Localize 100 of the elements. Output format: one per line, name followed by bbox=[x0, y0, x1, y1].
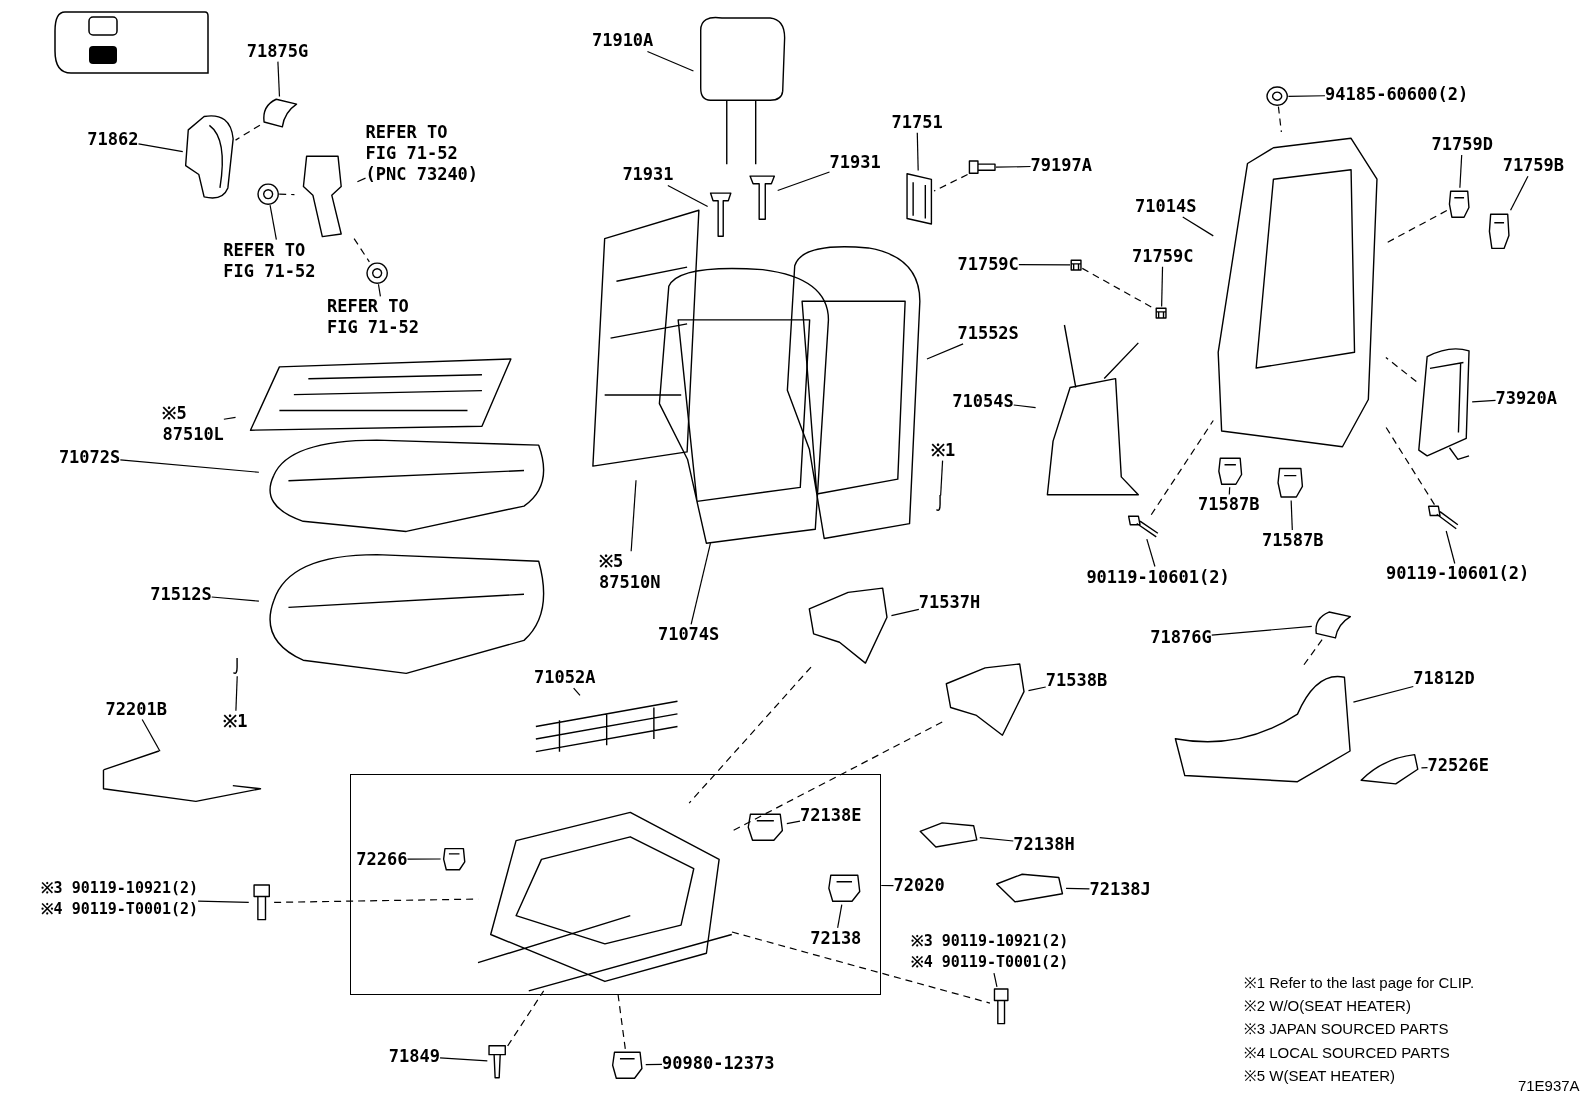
leader-line bbox=[926, 343, 964, 360]
leader-line bbox=[137, 143, 184, 153]
leader-line bbox=[916, 132, 919, 172]
reference-note: REFER TO FIG 71-52 bbox=[326, 296, 421, 339]
clip-drawing bbox=[440, 845, 467, 873]
bolt-drawing bbox=[1127, 514, 1160, 540]
assembly-line bbox=[278, 193, 296, 196]
assembly-line bbox=[731, 721, 943, 832]
cover-plate-drawing bbox=[916, 820, 980, 849]
cap-drawing bbox=[1155, 306, 1168, 319]
group-frame bbox=[350, 773, 882, 995]
part-number: ※4 90119-T0001(2) bbox=[40, 899, 199, 921]
assembly-line bbox=[1303, 639, 1323, 666]
part-number: 71552S bbox=[957, 322, 1019, 344]
leader-line bbox=[940, 460, 944, 497]
leader-line bbox=[1290, 499, 1293, 531]
bracket-drawing bbox=[903, 170, 935, 227]
reference-note: REFER TO FIG 71-52 bbox=[223, 239, 317, 282]
part-number: 71910A bbox=[591, 30, 654, 52]
part-number: 72138E bbox=[800, 805, 862, 827]
leader-line bbox=[235, 675, 238, 712]
part-number: 71875G bbox=[246, 40, 309, 62]
drawing-number: 71E937A bbox=[1517, 1076, 1580, 1097]
part-number: 94185-60600(2) bbox=[1324, 84, 1469, 106]
bolt-drawing bbox=[1426, 504, 1459, 531]
leader-line bbox=[880, 884, 895, 887]
part-number: 71072S bbox=[58, 446, 121, 468]
leader-line bbox=[439, 1057, 488, 1062]
hook-drawing bbox=[1275, 465, 1306, 501]
leader-line bbox=[1211, 625, 1313, 636]
part-number: 71538B bbox=[1045, 670, 1108, 692]
part-number: 71537H bbox=[918, 591, 981, 613]
part-number: 71759B bbox=[1502, 155, 1565, 177]
assembly-line bbox=[1385, 210, 1448, 244]
leader-line bbox=[223, 416, 237, 420]
leader-line bbox=[1027, 686, 1047, 692]
part-number: 79197A bbox=[1030, 155, 1092, 177]
pin-drawing bbox=[487, 1043, 508, 1080]
footnote: ※3 JAPAN SOURCED PARTS bbox=[1243, 1019, 1449, 1040]
part-number: 71014S bbox=[1135, 195, 1197, 217]
leader-line bbox=[277, 61, 281, 98]
part-number: 90119-10601(2) bbox=[1086, 566, 1230, 588]
assembly-line bbox=[933, 173, 969, 192]
part-number: 71759C bbox=[1132, 245, 1194, 267]
part-number: 71862 bbox=[87, 128, 139, 150]
leader-line bbox=[1013, 404, 1037, 409]
leader-line bbox=[777, 171, 831, 192]
leader-line bbox=[406, 858, 442, 860]
part-number: 71751 bbox=[891, 111, 943, 133]
leader-line bbox=[1065, 887, 1090, 890]
leader-line bbox=[573, 687, 581, 697]
part-number: 73920A bbox=[1495, 387, 1557, 409]
part-number: 71759C bbox=[957, 253, 1019, 275]
leader-line bbox=[1182, 216, 1214, 237]
part-number: ※3 90119-10921(2) bbox=[910, 931, 1069, 953]
note-mark: ※1 bbox=[223, 710, 248, 732]
assembly-line bbox=[1385, 426, 1436, 506]
part-number: 71849 bbox=[388, 1045, 441, 1067]
part-number: 72201B bbox=[105, 698, 167, 720]
leader-line bbox=[1018, 263, 1071, 266]
part-number: 71074S bbox=[657, 624, 720, 646]
part-number: 90980-12373 bbox=[661, 1052, 775, 1074]
part-number: 72020 bbox=[893, 875, 945, 897]
reference-note: REFER TO FIG 71-52 (PNC 73240) bbox=[365, 121, 480, 185]
assembly-line bbox=[234, 124, 261, 141]
leader-line bbox=[630, 479, 637, 552]
leader-line bbox=[1146, 538, 1156, 568]
assembly-line bbox=[507, 990, 545, 1047]
part-number: 72138H bbox=[1013, 833, 1075, 855]
leader-line bbox=[1161, 266, 1164, 308]
part-number: 71054S bbox=[952, 390, 1014, 412]
part-number: 90119-10601(2) bbox=[1385, 563, 1530, 585]
part-number: 87510L bbox=[162, 424, 224, 446]
part-number: 71812D bbox=[1413, 668, 1475, 690]
leader-line bbox=[646, 50, 695, 72]
leader-line bbox=[786, 820, 801, 825]
assembly-line bbox=[1277, 106, 1282, 133]
part-number: 71931 bbox=[829, 152, 881, 174]
assembly-line bbox=[688, 666, 812, 804]
leader-line bbox=[993, 972, 998, 988]
assembly-line bbox=[1385, 356, 1417, 383]
part-number: 71587B bbox=[1262, 530, 1324, 551]
leader-line bbox=[1287, 95, 1326, 97]
leader-line bbox=[667, 184, 709, 208]
leader-line bbox=[1459, 154, 1463, 189]
part-number: ※5 bbox=[162, 403, 188, 425]
nut-drawing bbox=[1266, 86, 1289, 107]
part-number: 71759D bbox=[1431, 134, 1493, 155]
leader-line bbox=[377, 283, 381, 298]
footnote: ※4 LOCAL SOURCED PARTS bbox=[1243, 1042, 1450, 1063]
leader-line bbox=[1420, 766, 1429, 769]
cap-drawing bbox=[1070, 258, 1083, 272]
part-number: ※4 90119-T0001(2) bbox=[910, 952, 1069, 974]
leader-line bbox=[1445, 530, 1456, 565]
leader-line bbox=[1352, 685, 1414, 703]
leader-line bbox=[211, 596, 260, 602]
nut-drawing bbox=[256, 182, 280, 206]
assembly-line bbox=[1150, 419, 1214, 516]
leader-line bbox=[1471, 399, 1497, 403]
part-number: 87510N bbox=[599, 572, 661, 594]
